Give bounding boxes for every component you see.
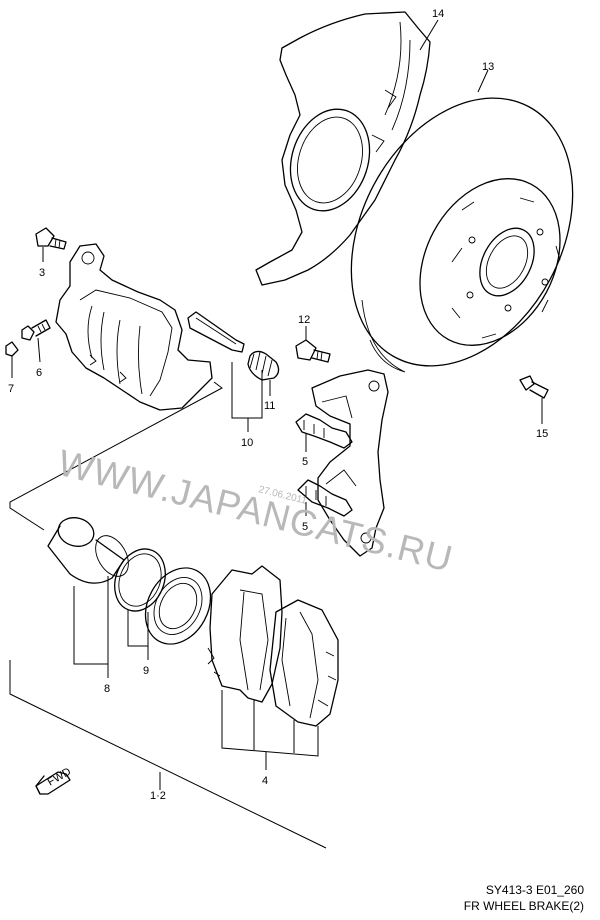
callout-15[interactable]: 15 [536, 428, 548, 440]
reference-code: SY413-3 E01_260 [485, 883, 584, 897]
reference-title: FR WHEEL BRAKE(2) [463, 899, 584, 913]
leader-6 [37, 337, 41, 363]
callout-9[interactable]: 9 [143, 665, 149, 677]
explode-line-lower [9, 660, 327, 849]
part-15-disc-screw[interactable] [519, 375, 549, 399]
bracket-4 [221, 690, 319, 757]
caliper-housing[interactable] [55, 243, 213, 411]
part-4-brake-pad-inner[interactable] [207, 565, 283, 703]
part-12-bolt[interactable] [295, 339, 331, 363]
watermark-text: WWW.JAPANCATS.RU [54, 442, 457, 580]
callout-6[interactable]: 6 [36, 367, 42, 379]
callout-12[interactable]: 12 [298, 314, 310, 326]
part-9-piston-seal[interactable] [106, 541, 174, 618]
callout-7[interactable]: 7 [8, 383, 14, 395]
leader-14 [419, 19, 439, 51]
explode-line-upper [9, 381, 223, 531]
bracket-10 [231, 362, 263, 419]
part-8-piston[interactable] [47, 514, 135, 584]
part-13-brake-disc[interactable] [307, 60, 600, 405]
callout-11[interactable]: 11 [264, 400, 275, 412]
part-5-pad-clip-upper[interactable] [295, 413, 353, 449]
callout-10[interactable]: 10 [241, 437, 253, 449]
part-5-pad-clip-lower[interactable] [297, 479, 353, 517]
part-6-bleeder-plug[interactable] [21, 319, 51, 341]
callout-8[interactable]: 8 [104, 683, 110, 695]
fwd-label: FWD [46, 766, 74, 789]
callout-5-lower[interactable]: 5 [302, 521, 308, 533]
caliper-bracket[interactable] [311, 369, 389, 557]
callout-5-upper[interactable]: 5 [302, 456, 308, 468]
piston-boot[interactable] [133, 557, 224, 656]
part-7-bleeder-cap[interactable] [5, 341, 19, 357]
fwd-arrow-icon: FWD [35, 766, 74, 795]
leader-13 [477, 69, 489, 93]
part-11-pin-boot[interactable] [247, 350, 280, 381]
part-4-brake-pad-outer[interactable] [269, 599, 339, 727]
part-10-guide-pin[interactable] [187, 311, 245, 353]
callout-4[interactable]: 4 [262, 775, 268, 787]
part-3-bolt[interactable] [35, 227, 67, 250]
callout-14[interactable]: 14 [432, 8, 444, 20]
callout-13[interactable]: 13 [482, 61, 494, 73]
part-14-dust-shield[interactable] [255, 11, 431, 286]
bracket-8 [73, 576, 109, 665]
cropped-top-text [78, 0, 142, 3]
callout-3[interactable]: 3 [39, 267, 45, 279]
callout-1-2[interactable]: 1·2 [150, 790, 166, 802]
